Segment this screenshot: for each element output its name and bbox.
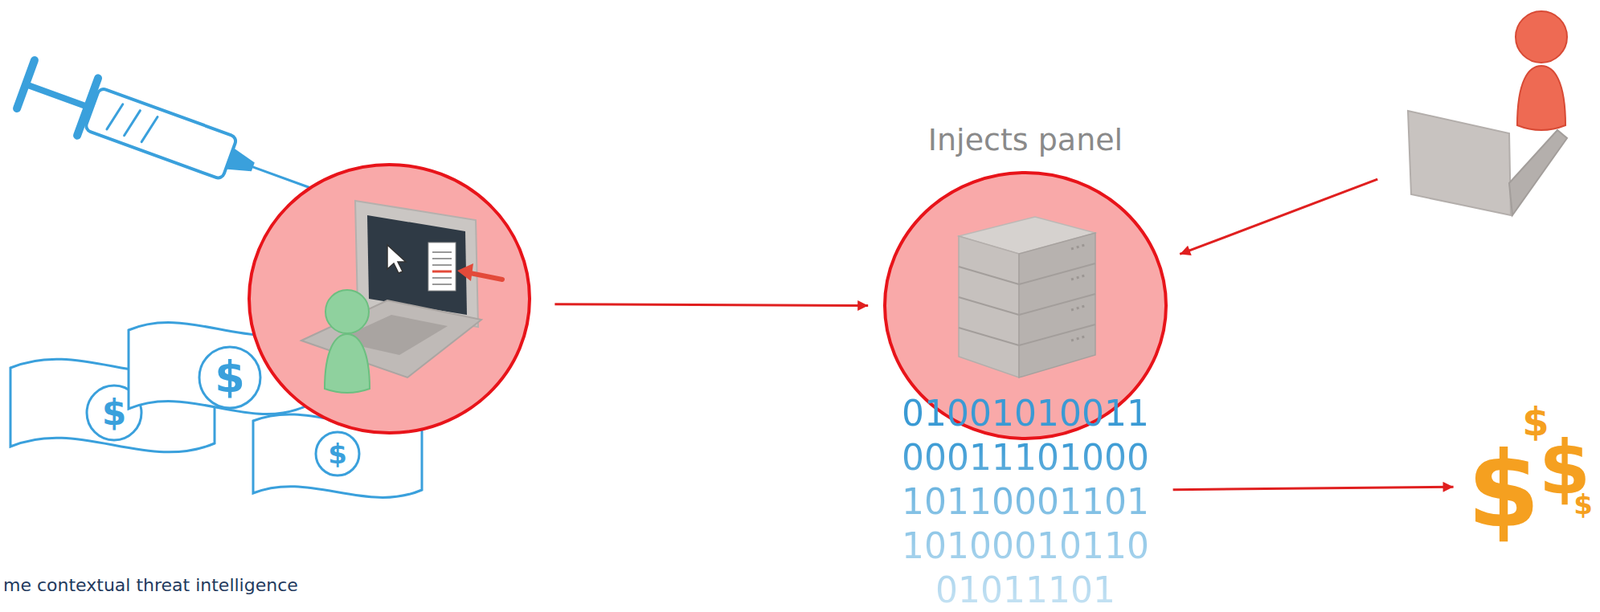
money-symbol: $ bbox=[1467, 437, 1540, 543]
syringe bbox=[15, 55, 320, 217]
currency-symbol: $ bbox=[214, 356, 246, 400]
money-symbol: $ bbox=[1522, 402, 1549, 442]
binary-stream: 01001010011 00011101000 10110001101 1010… bbox=[888, 391, 1163, 612]
attacker-icon bbox=[1398, 4, 1572, 221]
node-heading: Injects panel bbox=[928, 122, 1123, 160]
victim-circle bbox=[246, 162, 532, 436]
flow-arrow bbox=[1173, 486, 1454, 491]
binary-data: 01001010011 00011101000 10110001101 1010… bbox=[888, 391, 1163, 612]
footer-note: me contextual threat intelligence bbox=[3, 576, 299, 595]
currency-symbol: $ bbox=[102, 395, 127, 431]
money-symbol: $ bbox=[1573, 491, 1593, 519]
victim-laptop-icon bbox=[246, 162, 532, 436]
money-output: $$$$ bbox=[1470, 401, 1600, 547]
coin-ring bbox=[315, 432, 360, 476]
circle-shape bbox=[249, 164, 530, 434]
flow-arrow bbox=[1179, 179, 1378, 254]
coin-ring bbox=[199, 347, 261, 409]
currency-symbol: $ bbox=[327, 440, 348, 468]
attacker-figure bbox=[1398, 4, 1572, 221]
flow-arrow bbox=[554, 304, 868, 307]
